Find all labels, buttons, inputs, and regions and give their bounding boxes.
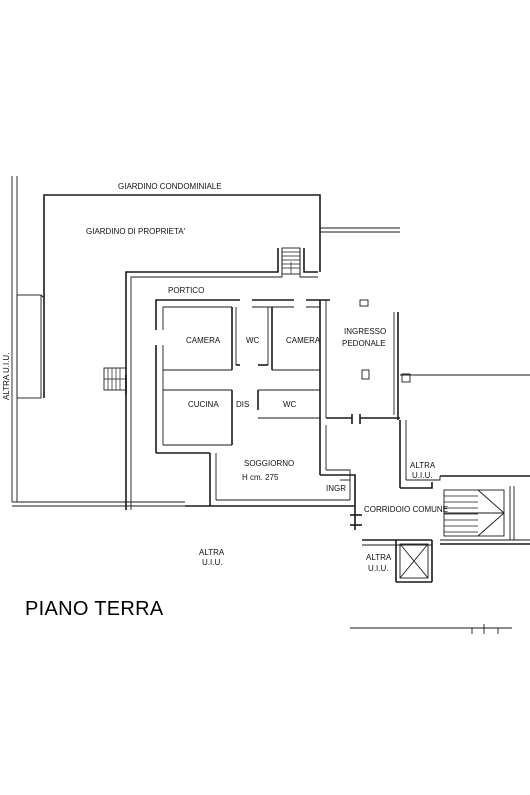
label-uiu-right-1: U.I.U. — [412, 471, 432, 480]
label-wc-2: WC — [283, 400, 297, 409]
left-stair — [103, 367, 127, 391]
label-altra-bottom-1: ALTRA — [199, 548, 225, 557]
label-dis: DIS — [236, 400, 249, 409]
label-ingresso-2: PEDONALE — [342, 339, 386, 348]
label-ingresso-1: INGRESSO — [344, 327, 386, 336]
label-camera-1: CAMERA — [186, 336, 221, 345]
label-cucina: CUCINA — [188, 400, 219, 409]
label-ingr: INGR — [326, 484, 346, 493]
label-giardino-proprieta: GIARDINO DI PROPRIETA' — [86, 227, 186, 236]
property-enclosure — [125, 248, 318, 510]
label-soggiorno: SOGGIORNO — [244, 459, 294, 468]
label-altra-uiu-left: ALTRA U.I.U. — [2, 353, 11, 400]
ingresso-pedonale — [319, 299, 530, 488]
plan-title: PIANO TERRA — [25, 598, 164, 620]
label-camera-2: CAMERA — [286, 336, 321, 345]
label-uiu-bottom-1: U.I.U. — [202, 558, 222, 567]
label-altra-right-1: ALTRA — [410, 461, 436, 470]
top-stair — [281, 247, 301, 275]
label-altezza: H cm. 275 — [242, 473, 279, 482]
label-wc-1: WC — [246, 336, 260, 345]
label-giardino-condominiale: GIARDINO CONDOMINIALE — [118, 182, 222, 191]
label-corridoio: CORRIDOIO COMUNE — [364, 505, 448, 514]
section-line — [350, 624, 512, 634]
label-uiu-bottom-2: U.I.U. — [368, 564, 388, 573]
site-boundary — [11, 176, 400, 507]
corridoio-comune — [362, 475, 530, 583]
label-portico: PORTICO — [168, 286, 204, 295]
apartment-walls — [155, 299, 362, 530]
label-altra-bottom-2: ALTRA — [366, 553, 392, 562]
